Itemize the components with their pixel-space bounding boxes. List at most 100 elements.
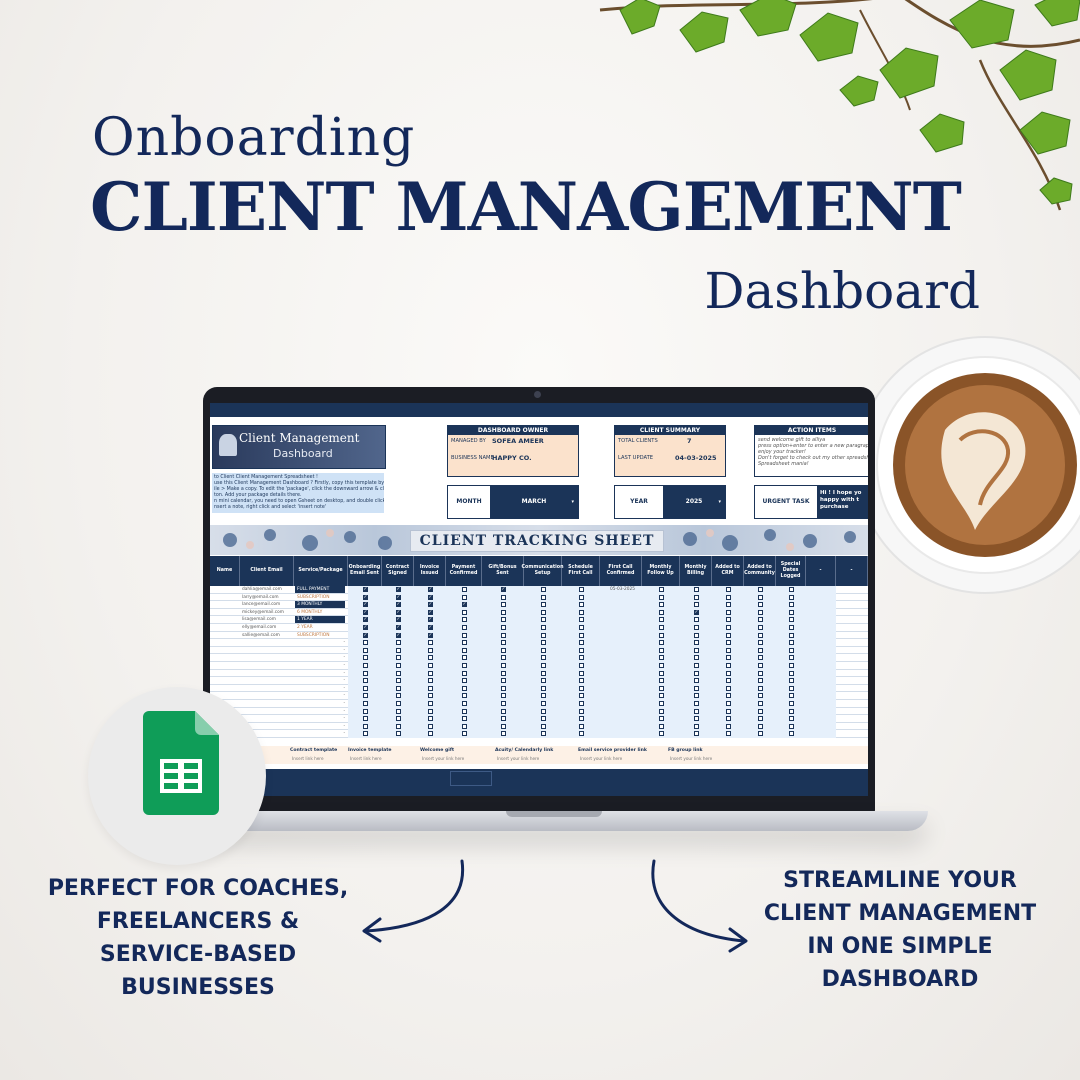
- checkbox[interactable]: [788, 708, 794, 714]
- first-call-date-cell[interactable]: [610, 654, 640, 662]
- checkbox[interactable]: [540, 701, 546, 706]
- checkbox[interactable]: [725, 647, 731, 653]
- table-row[interactable]: -: [210, 639, 868, 647]
- client-email-cell[interactable]: [242, 639, 294, 647]
- checkbox[interactable]: [427, 701, 433, 706]
- checkbox[interactable]: [427, 731, 433, 737]
- checkbox[interactable]: [362, 685, 368, 691]
- checkbox[interactable]: [395, 685, 401, 691]
- checkbox[interactable]: [578, 655, 584, 661]
- checkbox[interactable]: [658, 587, 664, 592]
- checkbox[interactable]: [461, 617, 467, 623]
- checkbox[interactable]: [362, 678, 368, 684]
- checkbox[interactable]: [578, 716, 584, 722]
- checkbox[interactable]: [788, 647, 794, 653]
- checkbox[interactable]: [788, 587, 794, 592]
- checkbox[interactable]: [540, 625, 546, 630]
- service-dropdown-empty[interactable]: -: [343, 723, 345, 729]
- checkbox[interactable]: [725, 587, 731, 592]
- client-email-cell[interactable]: [242, 692, 294, 700]
- checkbox[interactable]: [578, 663, 584, 668]
- service-dropdown-empty[interactable]: -: [343, 655, 345, 661]
- checkbox[interactable]: [788, 693, 794, 699]
- checkbox[interactable]: [461, 685, 467, 691]
- checkbox[interactable]: [578, 587, 584, 592]
- checkbox[interactable]: [725, 617, 731, 623]
- checkbox[interactable]: [725, 723, 731, 729]
- checkbox[interactable]: [658, 609, 664, 615]
- column-header[interactable]: Communication Setup: [522, 556, 564, 586]
- checkbox[interactable]: [395, 731, 401, 737]
- checkbox[interactable]: [500, 655, 506, 661]
- quick-link-placeholder[interactable]: Insert your link here: [670, 756, 713, 761]
- table-row[interactable]: -: [210, 684, 868, 693]
- checkbox[interactable]: [788, 632, 794, 638]
- checkbox[interactable]: [362, 723, 368, 729]
- table-row[interactable]: -: [210, 654, 868, 662]
- checkbox[interactable]: [578, 685, 584, 691]
- checkbox[interactable]: [658, 594, 664, 600]
- checkbox[interactable]: [693, 685, 699, 691]
- column-header[interactable]: Special Dates Logged: [776, 556, 806, 586]
- quick-link-label[interactable]: Email service provider link: [578, 748, 647, 753]
- checkbox[interactable]: [757, 670, 763, 676]
- first-call-date-cell[interactable]: [610, 723, 640, 731]
- checkbox[interactable]: ✓: [362, 625, 368, 630]
- checkbox[interactable]: [461, 708, 467, 714]
- checkbox[interactable]: [757, 632, 763, 638]
- service-dropdown-empty[interactable]: -: [343, 647, 345, 653]
- quick-link-placeholder[interactable]: Insert your link here: [422, 756, 465, 761]
- checkbox[interactable]: [757, 647, 763, 653]
- checkbox[interactable]: [725, 625, 731, 630]
- checkbox[interactable]: [540, 655, 546, 661]
- first-call-date-cell[interactable]: [610, 670, 640, 678]
- checkbox[interactable]: [693, 678, 699, 684]
- quick-link-label[interactable]: Invoice template: [348, 748, 392, 753]
- checkbox[interactable]: [500, 678, 506, 684]
- checkbox[interactable]: [540, 663, 546, 668]
- client-email-cell[interactable]: [242, 662, 294, 670]
- client-email-cell[interactable]: [242, 654, 294, 662]
- checkbox[interactable]: [757, 655, 763, 661]
- checkbox[interactable]: [693, 655, 699, 661]
- service-dropdown[interactable]: 2 YEAR: [297, 625, 313, 630]
- checkbox[interactable]: ✓: [461, 602, 467, 608]
- column-header[interactable]: Payment Confirmed: [446, 556, 482, 586]
- checkbox[interactable]: [461, 632, 467, 638]
- checkbox[interactable]: [757, 693, 763, 699]
- checkbox[interactable]: [395, 701, 401, 706]
- checkbox[interactable]: [461, 663, 467, 668]
- checkbox[interactable]: [500, 602, 506, 608]
- checkbox[interactable]: [788, 640, 794, 646]
- checkbox[interactable]: [658, 663, 664, 668]
- checkbox[interactable]: ✓: [395, 617, 401, 623]
- first-call-date-cell[interactable]: [610, 647, 640, 655]
- action-items-list[interactable]: send welcome gift to alliya press option…: [755, 435, 868, 469]
- checkbox[interactable]: [658, 670, 664, 676]
- checkbox[interactable]: [788, 609, 794, 615]
- checkbox[interactable]: [578, 640, 584, 646]
- checkbox[interactable]: [757, 609, 763, 615]
- column-header[interactable]: Schedule First Call: [562, 556, 600, 586]
- checkbox[interactable]: [658, 708, 664, 714]
- table-row[interactable]: -: [210, 662, 868, 670]
- checkbox[interactable]: ✓: [362, 617, 368, 623]
- checkbox[interactable]: [578, 617, 584, 623]
- checkbox[interactable]: [725, 670, 731, 676]
- client-email-cell[interactable]: sallie@email.com: [242, 632, 280, 638]
- column-header[interactable]: Invoice Issued: [414, 556, 446, 586]
- checkbox[interactable]: [658, 625, 664, 630]
- checkbox[interactable]: [540, 594, 546, 600]
- first-call-date-cell[interactable]: [610, 594, 640, 602]
- checkbox[interactable]: [788, 602, 794, 608]
- checkbox[interactable]: [427, 685, 433, 691]
- checkbox[interactable]: [578, 693, 584, 699]
- service-dropdown-empty[interactable]: -: [343, 678, 345, 684]
- first-call-date-cell[interactable]: [610, 685, 640, 693]
- checkbox[interactable]: [540, 731, 546, 737]
- checkbox[interactable]: [757, 678, 763, 684]
- checkbox[interactable]: [395, 716, 401, 722]
